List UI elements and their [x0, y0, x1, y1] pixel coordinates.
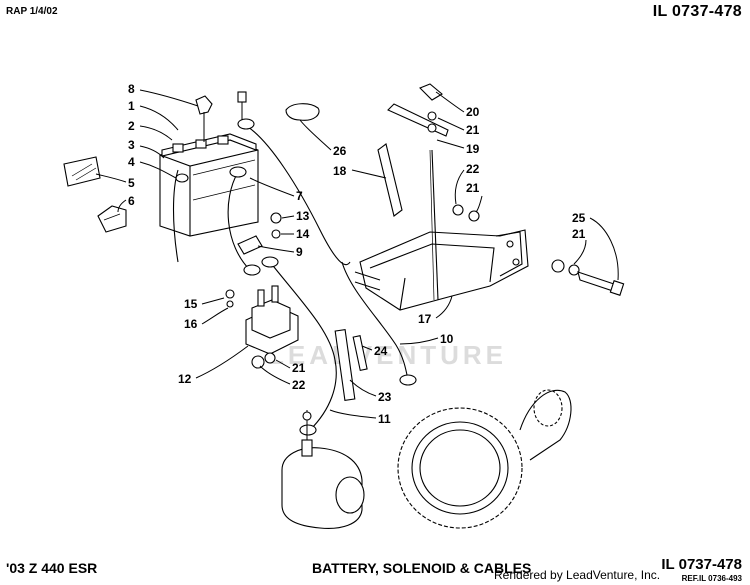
callout-14: 14: [296, 227, 310, 241]
callout-21-right: 21: [466, 181, 480, 195]
callout-9: 9: [296, 245, 303, 259]
header-left-code: RAP 1/4/02: [6, 6, 58, 17]
callout-5: 5: [128, 176, 135, 190]
callout-19: 19: [466, 142, 480, 156]
callout-16: 16: [184, 317, 198, 331]
callout-15: 15: [184, 297, 198, 311]
watermark: LEADVENTURE: [268, 340, 508, 370]
callout-21-left: 21: [292, 361, 306, 375]
footer-rendered-by: Rendered by LeadVenture, Inc.: [494, 568, 661, 582]
callout-20: 20: [466, 105, 480, 119]
callouts: 8 1 2 3 4 5 6 7 13 14 9 15 16: [95, 82, 619, 426]
callout-8: 8: [128, 82, 135, 96]
callout-11: 11: [378, 412, 391, 426]
callout-23: 23: [378, 390, 392, 404]
callout-2: 2: [128, 119, 135, 133]
footer-model: '03 Z 440 ESR: [6, 560, 98, 576]
callout-21-top: 21: [466, 123, 480, 137]
callout-22-right: 22: [466, 162, 480, 176]
callout-4: 4: [128, 155, 135, 169]
footer-reference-code: REF.IL 0736-493: [681, 574, 742, 583]
footer-illustration-code: IL 0737-478: [661, 556, 742, 573]
flywheel-housing: [397, 389, 572, 529]
callout-17: 17: [418, 312, 432, 326]
battery: [159, 133, 259, 237]
callout-22-left: 22: [292, 378, 306, 392]
callout-10: 10: [440, 332, 454, 346]
callout-6: 6: [128, 194, 135, 208]
header-illustration-code: IL 0737-478: [652, 3, 742, 20]
battery-tray: [354, 229, 529, 311]
callout-26: 26: [333, 144, 347, 158]
callout-25: 25: [572, 211, 586, 225]
callout-18: 18: [333, 164, 347, 178]
warning-decal: [63, 156, 101, 187]
caution-decal: [97, 205, 127, 233]
footer-title: BATTERY, SOLENOID & CABLES: [312, 560, 532, 576]
callout-1: 1: [128, 99, 135, 113]
callout-24: 24: [374, 344, 388, 358]
callout-7: 7: [296, 189, 303, 203]
solenoid: [225, 285, 299, 355]
callout-13: 13: [296, 209, 310, 223]
starter-motor: [281, 410, 365, 529]
callout-3: 3: [128, 138, 135, 152]
callout-21-bolt: 21: [572, 227, 586, 241]
callout-12: 12: [178, 372, 192, 386]
